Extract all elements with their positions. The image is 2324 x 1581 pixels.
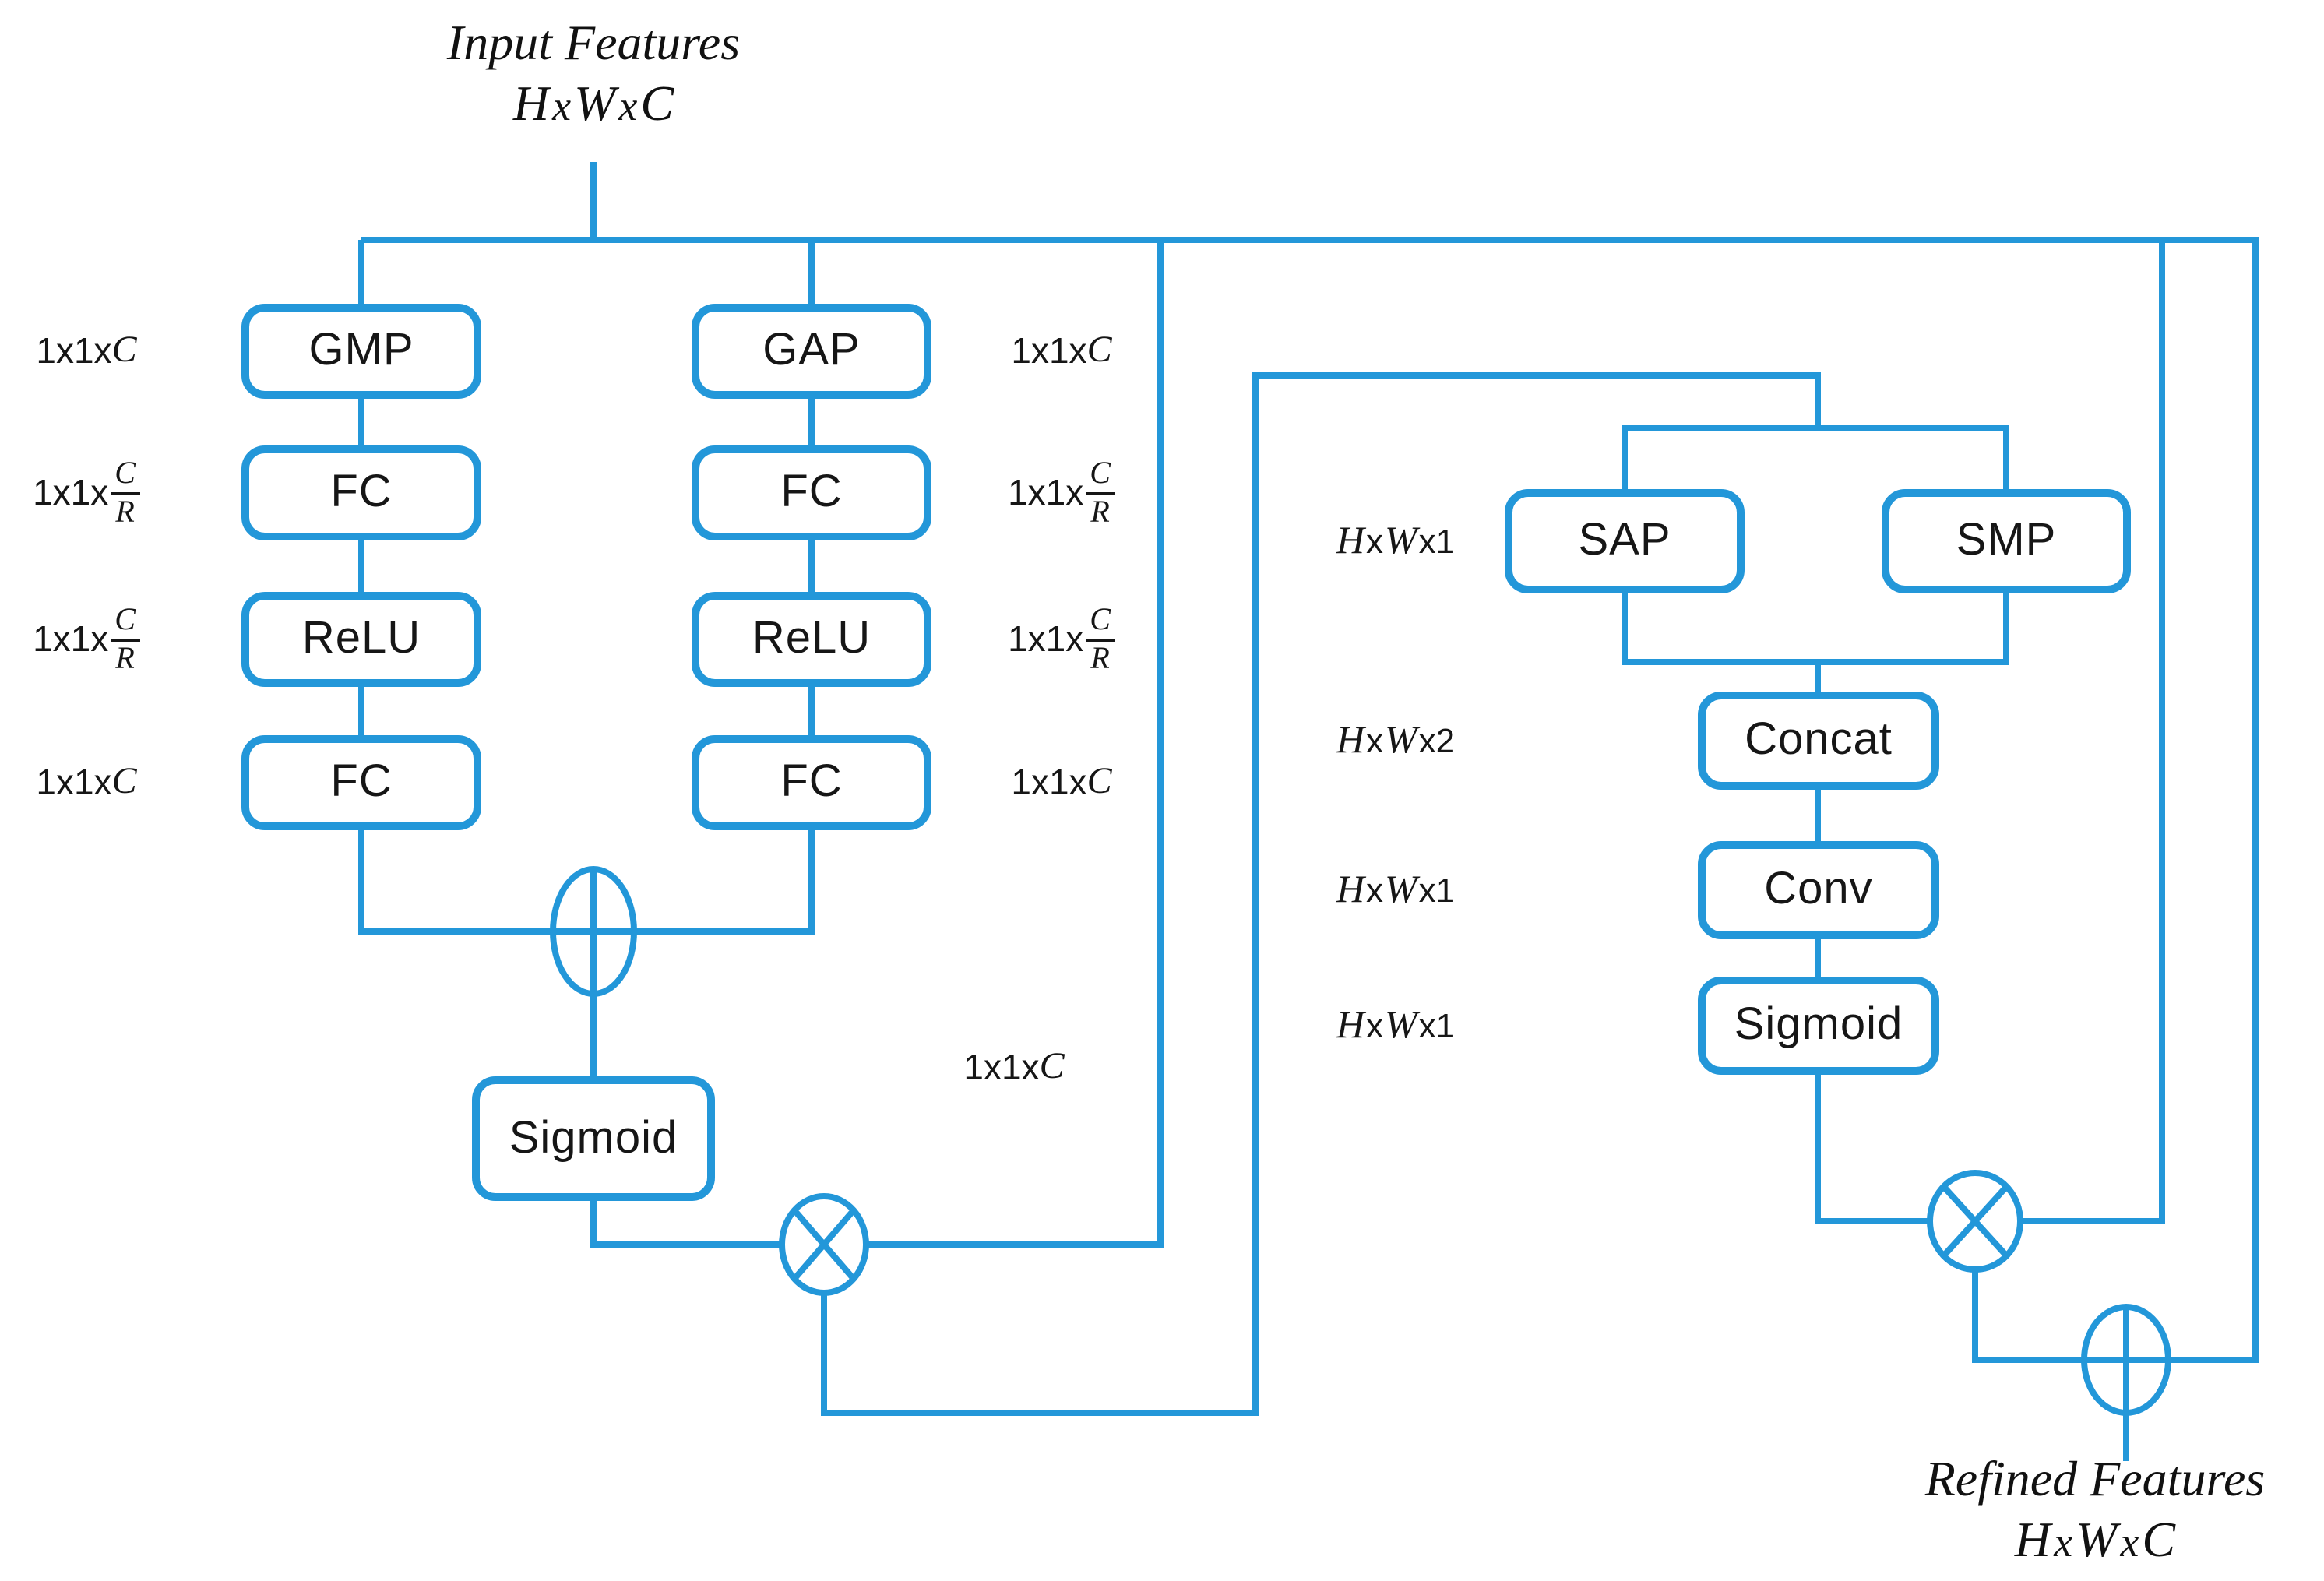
- output-title-text: Refined Features: [1924, 1450, 2266, 1506]
- fc-box-left-1: FC: [241, 445, 481, 540]
- channel-sigmoid-box: Sigmoid: [472, 1076, 715, 1201]
- fc-box-right-1: FC: [692, 445, 931, 540]
- sap-smp-split-line: [1622, 425, 2009, 489]
- sap-smp-merge-line: [1622, 593, 2009, 665]
- bus-to-channel-multiply-line: [866, 240, 1164, 1248]
- sap-box: SAP: [1505, 489, 1745, 593]
- gmp-box: GMP: [241, 304, 481, 399]
- add-operator-icon: [550, 866, 637, 1076]
- fc-box-right-2: FC: [692, 735, 931, 830]
- gap-box: GAP: [692, 304, 931, 399]
- multiply-operator-icon: [1927, 1170, 2023, 1273]
- fc-right-to-add-line: [634, 830, 815, 935]
- spatial-sigmoid-box: Sigmoid: [1698, 977, 1939, 1075]
- relu-box-right: ReLU: [692, 592, 931, 687]
- sigmoid-to-multiply-line: [590, 1201, 782, 1248]
- fc-box-left-2: FC: [241, 735, 481, 830]
- multiply-operator-icon: [779, 1193, 869, 1296]
- bus-to-spatial-multiply-line: [2020, 240, 2165, 1224]
- input-title-text: Input Features: [446, 14, 741, 70]
- conv-box: Conv: [1698, 841, 1939, 939]
- fc-left-to-add-line: [358, 830, 553, 935]
- channel-output-to-spatial-line: [821, 372, 1821, 1416]
- input-bus-line: [361, 237, 2259, 1363]
- spatial-sigmoid-to-multiply-line: [1815, 1075, 1930, 1224]
- smp-box: SMP: [1882, 489, 2131, 593]
- spatial-output-to-add-line: [1972, 1269, 2084, 1363]
- relu-box-left: ReLU: [241, 592, 481, 687]
- concat-box: Concat: [1698, 692, 1939, 790]
- add-operator-icon: [2081, 1304, 2171, 1461]
